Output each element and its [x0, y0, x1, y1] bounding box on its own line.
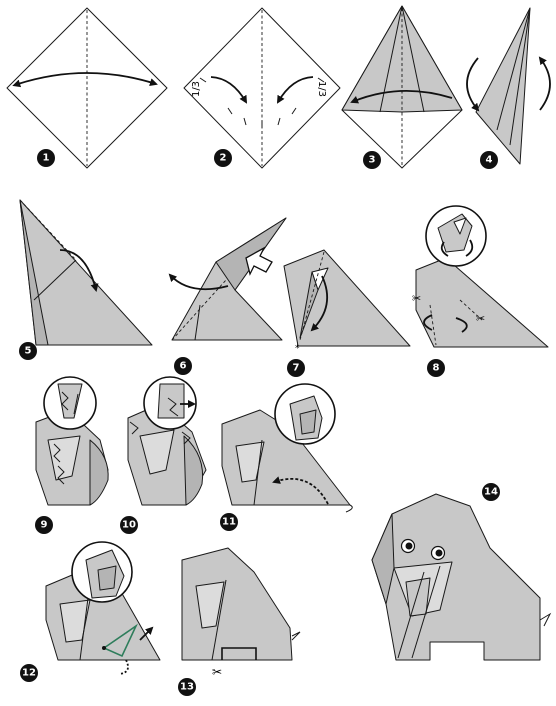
- fold-arrow-icon: [423, 314, 433, 331]
- svg-text:6: 6: [180, 361, 187, 372]
- fold-arrow-icon: [210, 76, 248, 104]
- zigzag-pleat-icon: [61, 391, 69, 411]
- step-badge-5: 5: [19, 342, 37, 360]
- star-mark: *: [295, 344, 300, 354]
- fold-arrow-icon: [12, 72, 158, 88]
- step-14-elephant: [371, 493, 552, 661]
- step-7: *: [283, 249, 411, 354]
- fold-mark-right: 1/3: [316, 81, 327, 97]
- step-8: ✂ ✂: [412, 205, 549, 348]
- push-arrow-icon: [245, 246, 273, 276]
- step-badge-12: 12: [20, 664, 38, 682]
- zigzag-pleat-icon: [167, 397, 179, 417]
- svg-text:7: 7: [293, 363, 300, 374]
- step-badge-10: 10: [120, 516, 138, 534]
- step-11: [221, 383, 353, 513]
- step-badge-7: 7: [287, 359, 305, 377]
- svg-text:8: 8: [433, 363, 440, 374]
- svg-text:13: 13: [180, 682, 194, 693]
- step-badge-9: 9: [35, 516, 53, 534]
- step-badge-4: 4: [480, 151, 498, 169]
- svg-text:4: 4: [486, 155, 493, 166]
- step-badge-3: 3: [363, 151, 381, 169]
- svg-text:2: 2: [220, 153, 227, 164]
- fold-arrow-icon: [465, 239, 474, 257]
- fold-arrow-icon: [455, 317, 468, 333]
- fold-arrow-icon: [59, 249, 99, 292]
- svg-text:9: 9: [41, 520, 48, 531]
- step-badge-11: 11: [220, 513, 238, 531]
- svg-text:5: 5: [25, 346, 32, 357]
- fold-arrow-icon: [440, 241, 449, 257]
- fold-mark-left: 1/3: [191, 81, 202, 97]
- crease-green-line: [102, 623, 138, 658]
- step-13: ✂: [181, 547, 301, 679]
- step-badge-8: 8: [427, 359, 445, 377]
- step-12: [45, 541, 161, 675]
- flip-over-icon: [538, 56, 551, 111]
- step-1: [6, 7, 168, 169]
- scissors-icon: ✂: [412, 292, 421, 305]
- step-9: [35, 376, 109, 506]
- fold-arrow-icon: [119, 659, 129, 675]
- fold-arrow-icon: [310, 275, 329, 332]
- flip-over-icon: [466, 57, 480, 112]
- elephant-eye-left: [400, 538, 416, 554]
- step-5: [19, 199, 153, 346]
- step-6: [168, 217, 287, 341]
- cut-line: [221, 647, 257, 660]
- fold-arrow-icon: [139, 626, 154, 641]
- step-10: [127, 376, 207, 506]
- svg-text:3: 3: [369, 155, 376, 166]
- elephant-eye-right: [430, 545, 446, 561]
- svg-text:12: 12: [22, 668, 36, 679]
- step-badge-2: 2: [214, 149, 232, 167]
- step-badge-1: 1: [37, 149, 55, 167]
- fold-arrow-icon: [272, 476, 329, 505]
- svg-text:1: 1: [43, 153, 50, 164]
- svg-text:14: 14: [484, 487, 498, 498]
- step-badge-6: 6: [174, 357, 192, 375]
- svg-text:11: 11: [222, 517, 236, 528]
- scissors-icon: ✂: [476, 312, 485, 325]
- step-3: [341, 5, 463, 169]
- scissors-icon: ✂: [212, 665, 222, 679]
- step-badge-13: 13: [178, 678, 196, 696]
- fold-arrow-icon: [350, 89, 453, 104]
- fold-arrow-icon: [276, 76, 314, 104]
- svg-text:10: 10: [122, 520, 136, 531]
- fold-arrow-icon: [168, 273, 229, 291]
- step-4: [466, 7, 551, 165]
- step-2: 1/3 1/3: [183, 7, 341, 169]
- step-badge-14: 14: [482, 483, 500, 501]
